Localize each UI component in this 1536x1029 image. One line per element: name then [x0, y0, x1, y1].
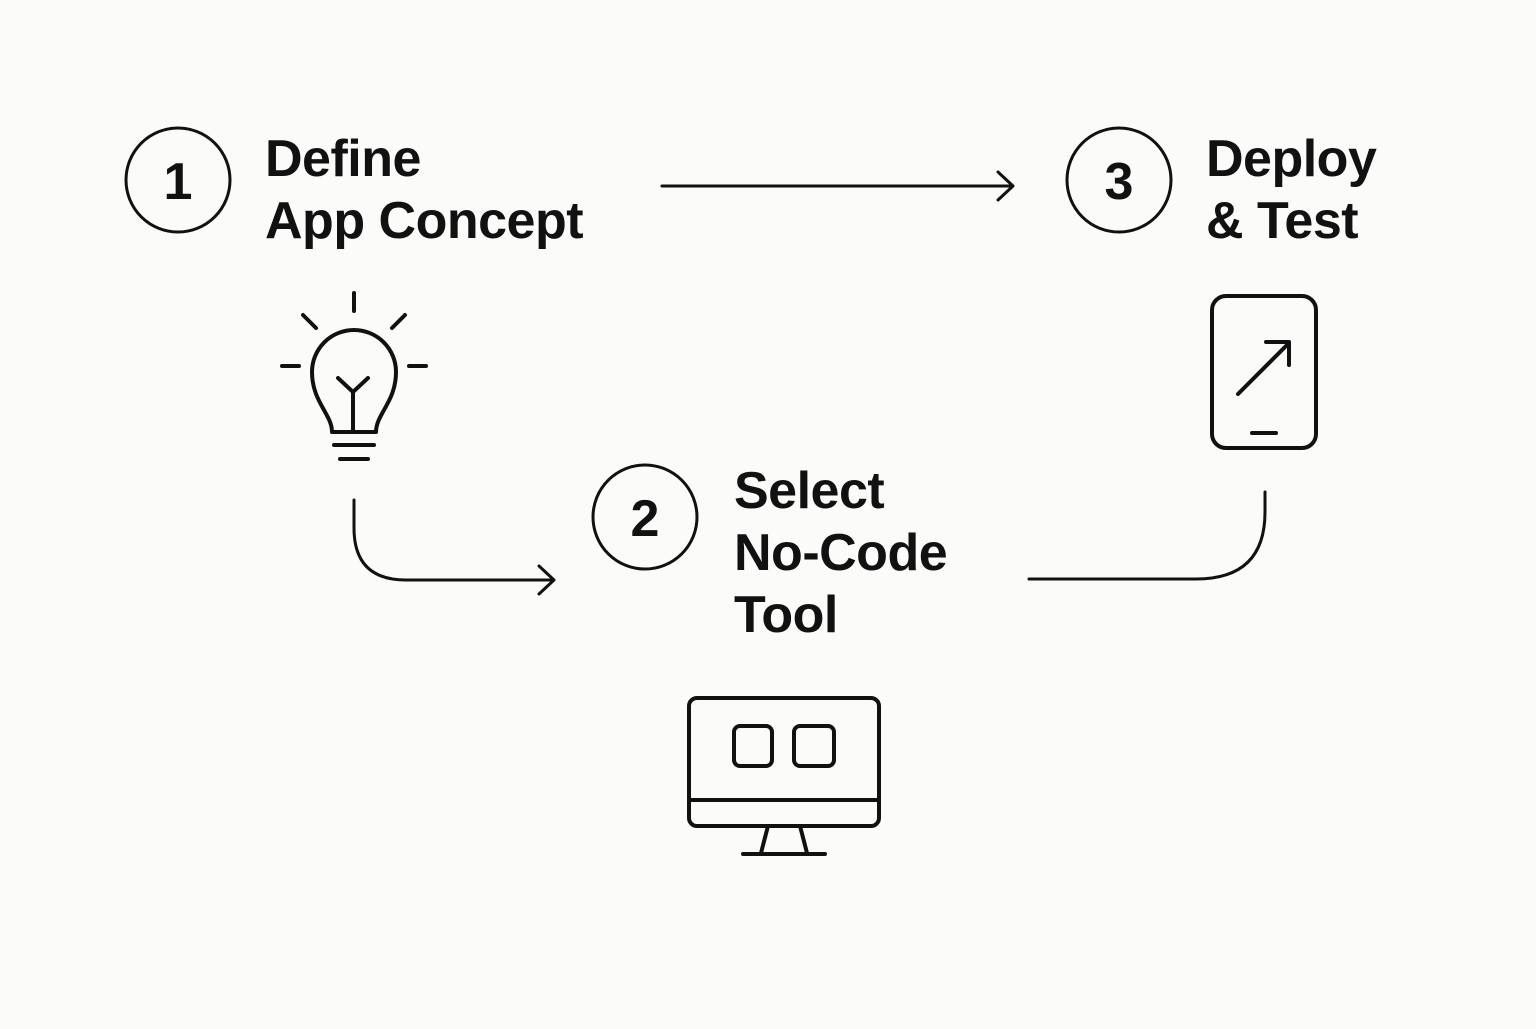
connector-curve-right [1027, 490, 1267, 581]
step-2-number: 2 [631, 490, 660, 548]
step-1-label-line: Define [265, 130, 421, 188]
step-3-badge: 3 [1065, 126, 1173, 234]
step-1-badge: 1 [124, 126, 232, 234]
step-2-label: Select No-Code Tool [734, 460, 948, 646]
arrow-curve-left [352, 498, 556, 596]
step-2-label-line: Tool [734, 586, 838, 644]
step-2-label-line: Select [734, 462, 885, 520]
smartphone-arrow-icon [1210, 294, 1318, 450]
step-3-number: 3 [1105, 153, 1134, 211]
step-3-label-line: & Test [1206, 192, 1359, 250]
arrow-top [660, 170, 1015, 202]
step-3-label-line: Deploy [1206, 130, 1377, 188]
step-1-label-line: App Concept [265, 192, 584, 250]
step-1-label: Define App Concept [265, 128, 584, 252]
step-2-label-line: No-Code [734, 524, 948, 582]
step-2-badge: 2 [591, 463, 699, 571]
step-1-number: 1 [164, 153, 193, 211]
step-3-label: Deploy & Test [1206, 128, 1377, 252]
lightbulb-icon [280, 291, 428, 461]
monitor-icon [687, 696, 881, 856]
